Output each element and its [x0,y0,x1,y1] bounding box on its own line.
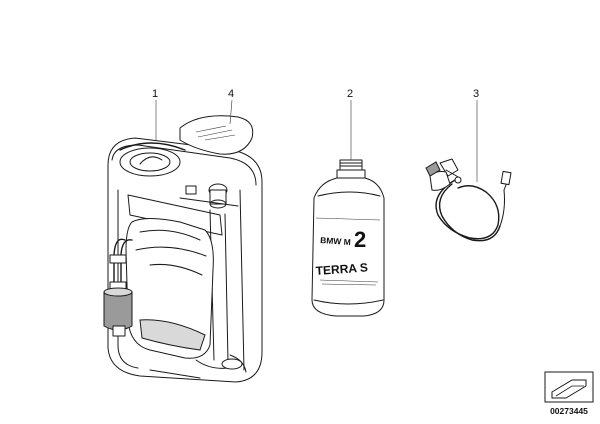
callout-4: 4 [228,88,234,100]
bottle-product-text: TERRA S [315,260,368,278]
bottle-brand-text: BMW M [320,235,351,247]
document-corner-icon [544,371,594,403]
sealant-bottle: BMW M 2 TERRA S [311,159,385,317]
callout-1: 1 [152,88,158,100]
leader-lines [155,99,478,182]
callout-2: 2 [347,88,353,100]
air-hose-with-valve [425,158,512,242]
compressor-tank [103,137,263,383]
document-number: 00273445 [550,406,588,416]
bottle-number-text: 2 [354,227,366,252]
callout-3: 3 [473,88,479,100]
sealant-card [179,115,254,155]
